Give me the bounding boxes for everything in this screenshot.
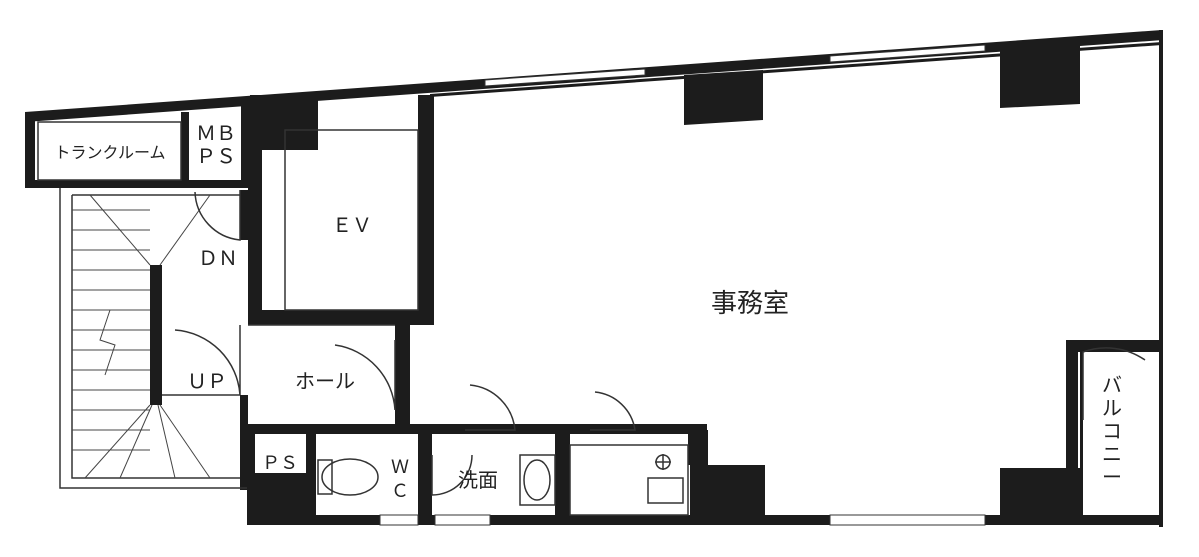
washroom-label: 洗面 <box>458 468 498 492</box>
labels: 事務室 ＥＶ ホール トランクルーム ＭＢ ＰＳ ＤＮ ＵＰ ＰＳ Ｗ Ｃ 洗面… <box>54 121 1122 502</box>
doors <box>174 190 1146 496</box>
balcony-wall-top <box>1066 340 1163 352</box>
balcony-door <box>1082 347 1146 420</box>
window-south-wash <box>434 514 491 526</box>
windows <box>379 44 986 526</box>
mbps-label-bottom: ＰＳ <box>196 144 236 168</box>
balcony-char: バ <box>1102 373 1122 397</box>
stair-center-wall <box>150 265 162 405</box>
ev-shaft <box>284 129 419 311</box>
window-north-1 <box>484 68 646 87</box>
window-south <box>829 514 986 526</box>
wash-basin <box>523 459 551 501</box>
kitchen-sink <box>647 477 684 504</box>
east-wall <box>1159 30 1163 527</box>
hall-door <box>334 340 396 411</box>
balcony-char: ー <box>1102 465 1122 489</box>
wc-divider-2 <box>418 430 432 525</box>
balcony-char: ニ <box>1102 442 1122 466</box>
west-wall <box>25 112 35 188</box>
wash-basin-frame <box>519 454 556 506</box>
kitchen-counter <box>569 444 689 516</box>
ev-label: ＥＶ <box>332 213 372 237</box>
window-north-2 <box>829 44 986 63</box>
stair-down-label: ＤＮ <box>198 246 238 270</box>
toilet-door-2 <box>590 391 636 431</box>
wc-label-bottom: Ｃ <box>391 481 409 502</box>
column-south-east <box>1000 468 1080 525</box>
trunk-room-bottom-wall <box>25 180 250 188</box>
toilet-tank <box>317 459 333 495</box>
stair-wall-right-lower <box>240 395 248 490</box>
mbps-wall-right <box>241 105 251 185</box>
column-south-mid <box>690 465 765 525</box>
trunk-room <box>37 121 182 181</box>
wash-divider <box>555 430 570 525</box>
wc-divider-1 <box>306 430 316 525</box>
ev-wall-right <box>418 95 434 325</box>
balcony-char: コ <box>1102 419 1122 443</box>
office-label: 事務室 <box>711 289 789 319</box>
stair-treads <box>72 194 211 479</box>
hall-wall-right <box>395 315 410 425</box>
north-wall-inner-line <box>430 42 1162 97</box>
thin-lines <box>37 121 419 489</box>
wash-door <box>431 454 473 496</box>
balcony-char: ル <box>1102 396 1122 420</box>
ev-wall-left <box>248 140 262 315</box>
kitchen-block <box>688 430 708 465</box>
mbps-door <box>194 190 241 241</box>
ps-label: ＰＳ <box>262 453 298 474</box>
fixtures <box>317 444 689 516</box>
stair-door <box>174 325 241 396</box>
ev-wall-bottom <box>248 310 434 325</box>
stair-wall-right <box>240 190 248 240</box>
wc-label-top: Ｗ <box>391 457 409 478</box>
stair-inner <box>71 195 240 479</box>
hall-wall-bottom <box>247 424 707 434</box>
toilet-bowl <box>321 458 379 496</box>
trunk-room-label: トランクルーム <box>54 143 165 162</box>
stair-up-label: ＵＰ <box>187 369 227 393</box>
mbps-label-top: ＭＢ <box>196 121 236 145</box>
ps-wall-bottom <box>247 473 307 525</box>
toilet-door-1 <box>465 384 516 431</box>
hall-label: ホール <box>295 369 355 393</box>
column-north-east <box>1000 40 1080 108</box>
mbps-wall-left <box>181 112 189 184</box>
window-south-wc <box>379 514 419 526</box>
stair-outer <box>59 188 247 489</box>
column-north-mid <box>684 70 763 125</box>
balcony-wall-left <box>1066 340 1078 470</box>
balcony-rail-left <box>1080 352 1083 522</box>
